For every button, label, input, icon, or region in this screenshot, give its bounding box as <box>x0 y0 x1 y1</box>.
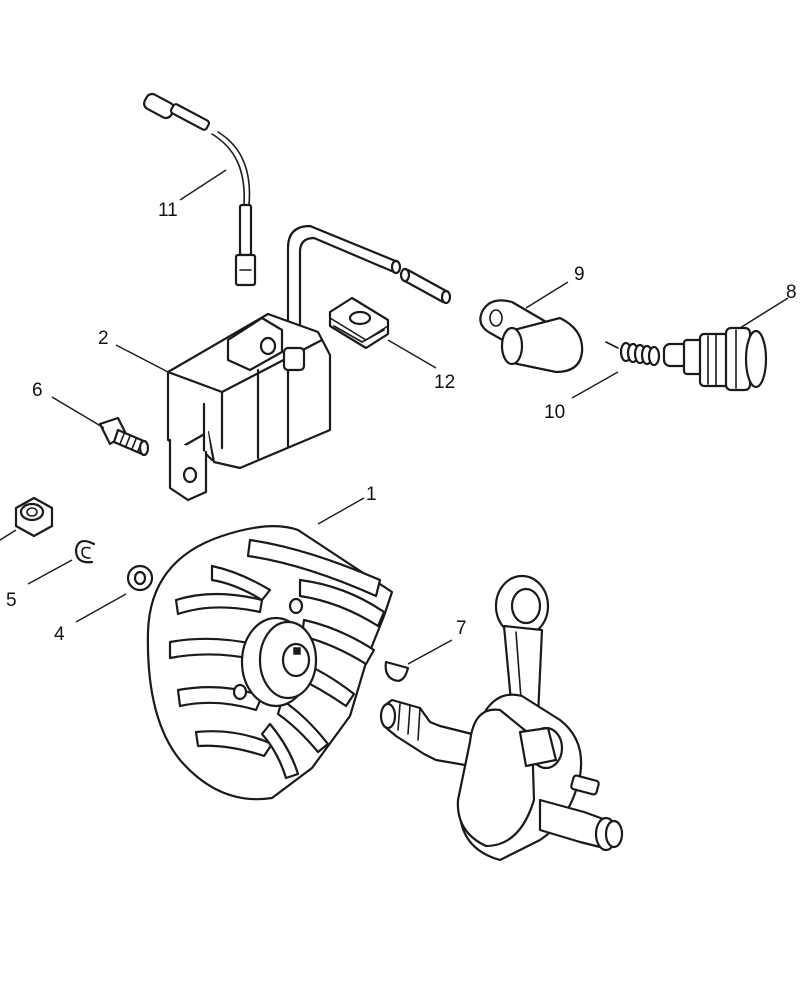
part-plug-cap <box>479 299 584 374</box>
leader-9 <box>525 281 569 309</box>
callout-7: 7 <box>456 618 467 639</box>
part-flywheel <box>146 525 394 801</box>
part-spring <box>605 341 661 367</box>
leader-6 <box>51 396 105 429</box>
callout-9: 9 <box>574 264 585 285</box>
callout-8: 8 <box>786 282 797 303</box>
part-crankshaft <box>379 574 624 862</box>
leader-8 <box>739 297 789 329</box>
part-grommet <box>328 296 390 350</box>
leader-5 <box>27 559 73 585</box>
callout-12: 12 <box>434 372 455 393</box>
leader-2 <box>115 344 169 373</box>
callouts: 11 2 6 9 8 12 10 1 5 4 7 <box>6 200 797 645</box>
part-ignition-coil <box>166 224 402 502</box>
part-washer <box>126 564 154 592</box>
callout-1: 1 <box>366 484 377 505</box>
leader-1 <box>317 497 365 525</box>
leader-4 <box>75 593 127 623</box>
part-ignition-wire <box>143 92 257 287</box>
leader-10 <box>571 371 619 399</box>
callout-2: 2 <box>98 328 109 349</box>
part-spark-plug <box>662 326 768 392</box>
leader-11 <box>179 169 227 201</box>
part-woodruff-key <box>384 660 410 682</box>
part-circlip <box>74 539 96 564</box>
leader-7 <box>407 639 453 665</box>
leader-12 <box>387 339 437 369</box>
callout-6: 6 <box>32 380 43 401</box>
part-nut <box>14 496 54 538</box>
callout-11: 11 <box>158 200 178 221</box>
callout-4: 4 <box>54 624 65 645</box>
leader-lines <box>0 169 789 665</box>
part-lead-sleeve <box>399 267 452 305</box>
part-bolt <box>98 416 150 457</box>
leader-nut <box>0 529 17 541</box>
callout-5: 5 <box>6 590 17 611</box>
callout-10: 10 <box>544 402 565 423</box>
